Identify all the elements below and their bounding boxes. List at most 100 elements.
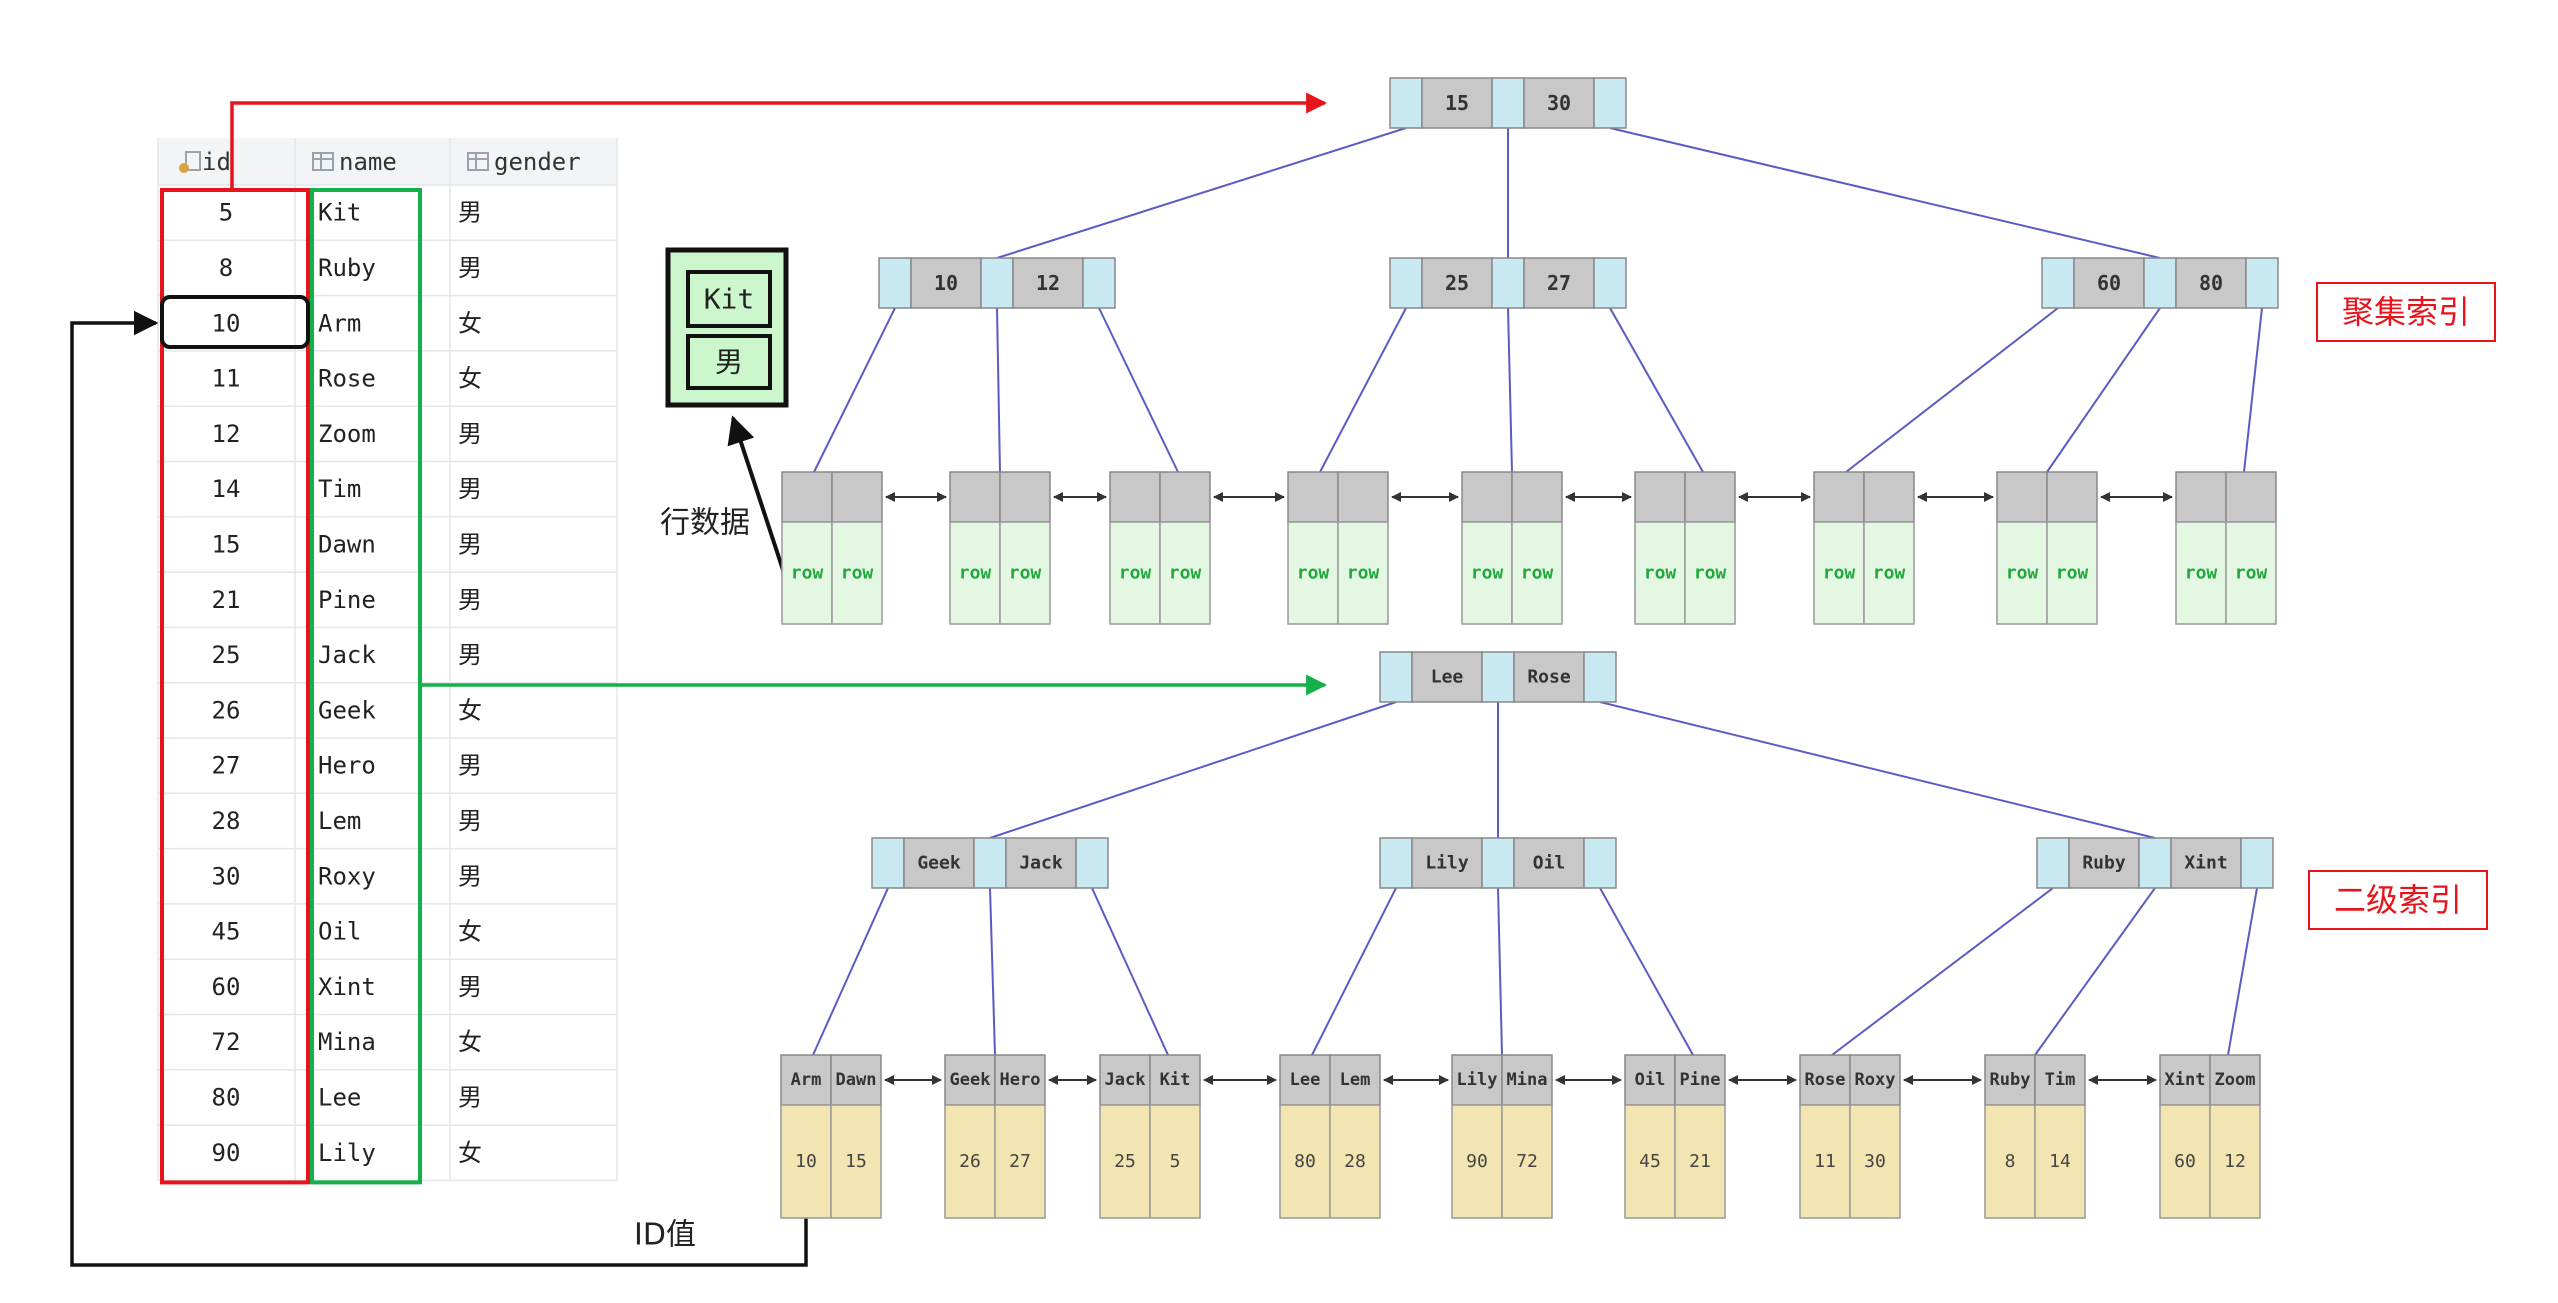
leaf-key-cell: [1634, 471, 1686, 523]
leaf-value-cell: [2046, 521, 2098, 625]
cell-id: 90: [212, 1139, 241, 1167]
key-column-icon-key: [179, 163, 189, 173]
cell-id: 21: [212, 586, 241, 614]
tree-edge: [813, 307, 896, 473]
leaf-id-value: 14: [2049, 1151, 2071, 1172]
row-10-highlight: [160, 295, 310, 349]
leaf-key-cell: [2046, 471, 2098, 523]
leaf-row-value: row: [1873, 563, 1906, 584]
secondary-index-label: 二级索引: [2308, 870, 2488, 930]
row-data-gender: 男: [715, 346, 743, 379]
cell-gender: 男: [458, 420, 482, 448]
id-column-highlight: [160, 188, 310, 1185]
node-key: Ruby: [2082, 853, 2126, 874]
node-pointer: [1481, 837, 1515, 889]
node-key-cell: [1012, 257, 1084, 309]
tree-edge: [989, 887, 996, 1056]
leaf-key: Xint: [2165, 1070, 2206, 1090]
cell-gender: 男: [458, 973, 482, 1001]
tree-edge: [2243, 307, 2263, 473]
leaf-row-value: row: [1119, 563, 1152, 584]
leaf-value-cell: [2175, 521, 2227, 625]
cell-id: 80: [212, 1083, 241, 1111]
secondary-index-label-text: 二级索引: [2334, 881, 2462, 919]
leaf-id-value: 45: [1639, 1151, 1661, 1172]
leaf-key: Kit: [1160, 1070, 1191, 1090]
leaf-value-cell: [780, 1104, 832, 1219]
leaf-key-cell: [1159, 471, 1211, 523]
column-icon-frame: [467, 152, 489, 171]
leaf-id-value: 90: [1466, 1151, 1488, 1172]
table-header-id: id: [202, 148, 231, 176]
leaf-key-cell: [2209, 1054, 2261, 1106]
cell-gender: 男: [458, 752, 482, 780]
id-lookup-arrow: [70, 310, 808, 1267]
leaf-id-value: 72: [1516, 1151, 1538, 1172]
leaf-key-cell: [1337, 471, 1389, 523]
leaf-value-cell: [1109, 521, 1161, 625]
leaf-key: Lily: [1457, 1070, 1498, 1090]
row-data-gender-box: [686, 334, 772, 390]
node-pointer: [1583, 651, 1617, 703]
leaf-key-cell: [1674, 1054, 1726, 1106]
leaf-value-cell: [949, 521, 1001, 625]
leaf-value-cell: [1099, 1104, 1151, 1219]
node-pointer: [871, 837, 905, 889]
node-key: Xint: [2184, 853, 2227, 874]
cell-name: Xint: [318, 973, 376, 1001]
node-pointer: [1583, 837, 1617, 889]
tree-edge: [1599, 701, 2156, 839]
leaf-row-value: row: [1471, 563, 1504, 584]
node-pointer: [2240, 837, 2274, 889]
leaf-key: Jack: [1105, 1070, 1146, 1090]
cell-name: Dawn: [318, 530, 376, 558]
leaf-key-cell: [781, 471, 833, 523]
table-header-gender: gender: [494, 148, 581, 176]
node-pointer: [1491, 77, 1525, 129]
leaf-key: Hero: [1000, 1070, 1041, 1090]
leaf-id-value: 28: [1344, 1151, 1366, 1172]
leaf-value-cell: [1159, 521, 1211, 625]
cell-name: Pine: [318, 586, 376, 614]
tree-edge: [1831, 887, 2054, 1056]
tree-edge: [1091, 887, 1169, 1056]
node-key: Geek: [917, 853, 961, 874]
id-value-label: ID值: [634, 1218, 696, 1253]
leaf-value-cell: [2209, 1104, 2261, 1219]
node-key-cell: [2175, 257, 2247, 309]
secondary-internal-node: Ruby Xint: [2036, 837, 2274, 889]
tree-edge: [989, 701, 1397, 839]
tree-edge: [2227, 887, 2258, 1056]
node-key: Rose: [1527, 667, 1571, 688]
row-data-arrow: [727, 415, 786, 574]
leaf-row-value: row: [1644, 563, 1677, 584]
leaf-key-cell: [1996, 471, 2048, 523]
leaf-value-cell: [2159, 1104, 2211, 1219]
cell-name: Mina: [318, 1028, 376, 1056]
leaf-value-cell: [781, 521, 833, 625]
cell-gender: 男: [458, 199, 482, 227]
node-pointer: [980, 257, 1014, 309]
table-header-name: name: [339, 148, 397, 176]
cell-gender: 男: [458, 862, 482, 890]
leaf-row-value: row: [1009, 563, 1042, 584]
node-pointer: [1593, 257, 1627, 309]
node-key-cell: [1411, 651, 1483, 703]
tree-edge: [1599, 887, 1694, 1056]
leaf-row-value: row: [2185, 563, 2218, 584]
